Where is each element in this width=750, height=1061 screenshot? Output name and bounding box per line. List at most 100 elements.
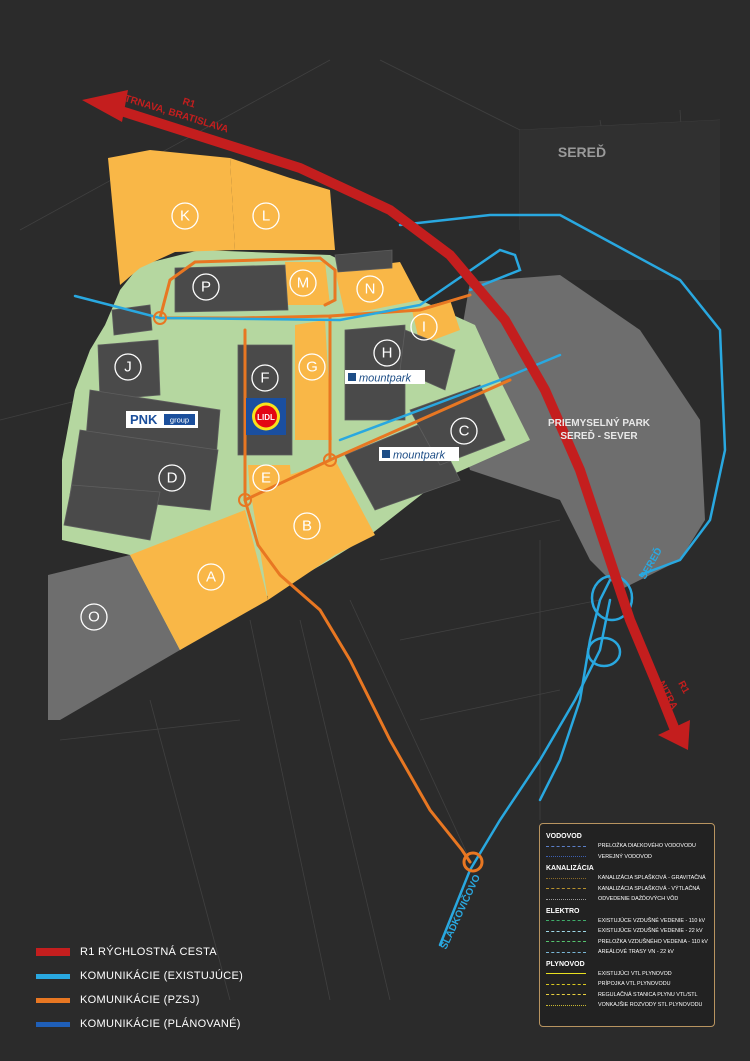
road-label-r1-east: R1	[675, 679, 691, 696]
r1-expressway	[113, 105, 680, 735]
utility-line	[546, 941, 586, 943]
plot-b-area	[250, 460, 375, 600]
town-area	[520, 120, 720, 280]
plot-label-l[interactable]: L	[252, 202, 280, 230]
svg-text:H: H	[382, 345, 393, 362]
svg-text:PNK: PNK	[130, 412, 158, 427]
plot-n-area	[335, 262, 420, 315]
plot-label-i[interactable]: I	[410, 313, 438, 341]
tenant-lidl-logo: LIDL	[246, 398, 286, 435]
utility-line	[546, 898, 586, 900]
utility-item: PRÍPOJKA VTL PLYNOVODU	[546, 979, 708, 990]
utility-section-electric: ELEKTRO	[546, 907, 580, 915]
plot-label-f[interactable]: F	[251, 364, 279, 392]
park-label-line1: PRIEMYSELNÝ PARK	[548, 416, 651, 429]
utility-line	[546, 951, 586, 953]
plot-o-area	[48, 555, 180, 720]
legend-label-existing-roads: KOMUNIKÁCIE (EXISTUJÚCE)	[80, 970, 244, 982]
tenant-mountpark-logo-1: mountpark	[345, 370, 425, 385]
svg-text:I: I	[422, 319, 426, 336]
svg-text:mountpark: mountpark	[359, 373, 411, 385]
utility-section-sewer: KANALIZÁCIA	[546, 865, 594, 872]
svg-text:M: M	[297, 275, 310, 292]
utility-label: KANALIZÁCIA SPLAŠKOVÁ - GRAVITAČNÁ	[598, 875, 706, 882]
svg-text:O: O	[88, 609, 100, 626]
utility-label: PRELOŽKA DIAĽKOVÉHO VODOVODU	[598, 843, 696, 850]
plot-label-a[interactable]: A	[197, 563, 225, 591]
utility-label: KANALIZÁCIA SPLAŠKOVÁ - VÝTLAČNÁ	[598, 885, 700, 892]
legend-swatch-existing-roads	[36, 973, 70, 979]
utility-line	[546, 920, 586, 922]
plot-label-g[interactable]: G	[298, 353, 326, 381]
utility-item: AREÁLOVÉ TRASY VN - 22 kV	[546, 947, 708, 958]
plot-label-m[interactable]: M	[289, 269, 317, 297]
utility-label: ODVEDENIE DAŽĎOVÝCH VÔD	[598, 896, 679, 903]
legend-item-planned-roads: KOMUNIKÁCIE (PLÁNOVANÉ)	[36, 1012, 296, 1036]
utility-line	[546, 994, 586, 996]
svg-text:E: E	[261, 470, 271, 487]
r1-arrow-east	[658, 720, 690, 750]
building-j	[97, 339, 161, 401]
utility-line	[546, 877, 586, 879]
svg-text:D: D	[167, 470, 178, 487]
plot-label-c[interactable]: C	[450, 417, 478, 445]
plot-l-area	[230, 158, 335, 250]
plot-label-j[interactable]: J	[114, 353, 142, 381]
utility-label: EXISTUJÚCE VZDUŠNÉ VEDENIE - 110 kV	[598, 917, 706, 924]
utility-item: VEREJNÝ VODOVOD	[546, 852, 708, 863]
legend-swatch-planned-roads	[36, 1021, 70, 1027]
legend-label-r1: R1 RÝCHLOSTNÁ CESTA	[80, 946, 217, 958]
utility-label: AREÁLOVÉ TRASY VN - 22 kV	[598, 949, 674, 956]
legend-label-planned-roads: KOMUNIKÁCIE (PLÁNOVANÉ)	[80, 1018, 241, 1030]
utility-label: VONKAJŠIE ROZVODY STL PLYNOVODU	[598, 1002, 703, 1009]
svg-text:group: group	[170, 416, 189, 425]
utility-label: EXISTUJÚCE VZDUŠNÉ VEDENIE - 22 kV	[598, 928, 703, 935]
svg-text:C: C	[459, 423, 470, 440]
utility-line	[546, 1004, 586, 1006]
svg-text:mountpark: mountpark	[393, 450, 445, 462]
plot-a-area	[130, 510, 268, 650]
plot-label-k[interactable]: K	[171, 202, 199, 230]
utility-item: EXISTUJÚCE VZDUŠNÉ VEDENIE - 110 kV	[546, 916, 708, 927]
plots-orange	[108, 150, 460, 650]
roundabouts-internal	[153, 311, 484, 873]
legend-item-existing-roads: KOMUNIKÁCIE (EXISTUJÚCE)	[36, 964, 296, 988]
building-p	[174, 264, 289, 313]
utility-line	[546, 973, 586, 975]
utility-item: KANALIZÁCIA SPLAŠKOVÁ - GRAVITAČNÁ	[546, 873, 708, 884]
plot-label-e[interactable]: E	[252, 464, 280, 492]
utility-legend: VODOVOD PRELOŽKA DIAĽKOVÉHO VODOVODU VER…	[539, 823, 715, 1027]
svg-text:K: K	[180, 208, 190, 225]
utility-item: PRELOŽKA DIAĽKOVÉHO VODOVODU	[546, 841, 708, 852]
utility-label: VEREJNÝ VODOVOD	[598, 853, 652, 860]
building-d2	[63, 484, 161, 541]
plot-label-d[interactable]: D	[158, 464, 186, 492]
tenant-pnk-logo: PNK group	[126, 411, 198, 428]
utility-line	[546, 930, 586, 932]
svg-text:L: L	[262, 208, 270, 225]
utility-line	[546, 856, 586, 858]
utility-item: EXISTUJÚCE VZDUŠNÉ VEDENIE - 22 kV	[546, 926, 708, 937]
legend-swatch-r1	[36, 948, 70, 956]
plot-label-n[interactable]: N	[356, 275, 384, 303]
plot-label-o[interactable]: O	[80, 603, 108, 631]
svg-text:LIDL: LIDL	[257, 413, 275, 422]
building-n-top	[334, 249, 393, 273]
plot-label-b[interactable]: B	[293, 512, 321, 540]
utility-section-water: VODOVOD	[546, 833, 582, 840]
tenant-mountpark-logo-2: mountpark	[379, 447, 459, 462]
map-legend: R1 RÝCHLOSTNÁ CESTA KOMUNIKÁCIE (EXISTUJ…	[36, 940, 296, 1036]
svg-text:F: F	[260, 370, 269, 387]
utility-label: EXISTUJÚCI VTL PLYNOVOD	[598, 970, 672, 977]
utility-section-gas: PLYNOVOD	[546, 960, 585, 968]
utility-label: PRÍPOJKA VTL PLYNOVODU	[598, 981, 671, 988]
utility-item: KANALIZÁCIA SPLAŠKOVÁ - VÝTLAČNÁ	[546, 884, 708, 895]
plot-label-h[interactable]: H	[373, 339, 401, 367]
plot-label-p[interactable]: P	[192, 273, 220, 301]
svg-text:P: P	[201, 279, 211, 296]
svg-text:J: J	[124, 359, 132, 376]
svg-text:B: B	[302, 518, 312, 535]
plot-labels: K L P M N I J F G H C D E B A O	[80, 202, 478, 631]
utility-line	[546, 983, 586, 985]
